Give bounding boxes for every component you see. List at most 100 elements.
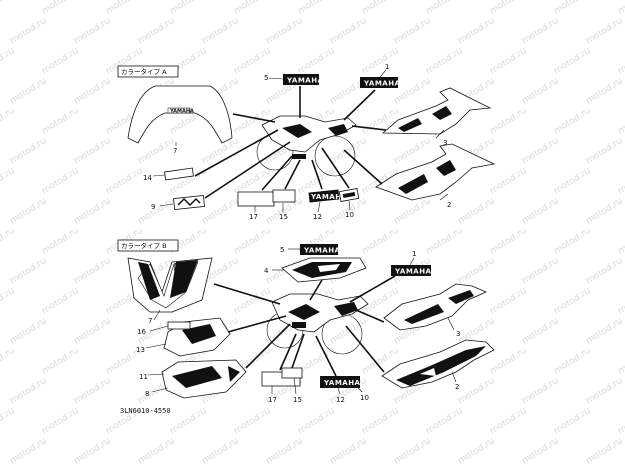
callout-11b: 11 <box>139 373 148 381</box>
callout-17b: 17 <box>268 396 277 404</box>
watermark-text-41: motod.ru <box>584 76 624 106</box>
callout-4b: 4 <box>264 267 269 275</box>
watermark-text-116: motod.ru <box>8 316 48 346</box>
watermark-text-75: motod.ru <box>72 196 112 226</box>
watermark-text-136: motod.ru <box>616 346 625 376</box>
watermark-text-105: motod.ru <box>0 286 17 316</box>
decal-16b <box>167 321 191 330</box>
watermark-text-147: motod.ru <box>0 406 17 436</box>
watermark-text-117: motod.ru <box>72 316 112 346</box>
watermark-text-121: motod.ru <box>328 316 368 346</box>
watermark-text-153: motod.ru <box>360 406 400 436</box>
watermark-text-61: motod.ru <box>520 136 560 166</box>
section-a-label-box <box>117 65 179 78</box>
watermark-text-12: motod.ru <box>72 16 112 46</box>
watermark-text-9: motod.ru <box>552 0 592 17</box>
watermark-text-80: motod.ru <box>392 196 432 226</box>
watermark-text-64: motod.ru <box>40 166 80 196</box>
section-b: カラータイプ B YAMAHA <box>117 239 495 415</box>
watermark-text-5: motod.ru <box>296 0 336 17</box>
callout-1b: 1 <box>412 250 416 258</box>
watermark-text-126: motod.ru <box>0 346 17 376</box>
watermark-text-13: motod.ru <box>136 16 176 46</box>
watermark-text-8: motod.ru <box>488 0 528 17</box>
callout-3b: 3 <box>456 330 460 338</box>
callout-2a: 2 <box>447 201 451 209</box>
watermark-text-102: motod.ru <box>456 256 496 286</box>
yamaha-decal-5a: YAMAHA <box>283 74 324 85</box>
watermark-text-0: motod.ru <box>0 0 17 17</box>
watermark-text-19: motod.ru <box>520 16 560 46</box>
watermark-text-152: motod.ru <box>296 406 336 436</box>
watermark-text-115: motod.ru <box>616 286 625 316</box>
watermark-text-94: motod.ru <box>616 226 625 256</box>
watermark-text-157: motod.ru <box>616 406 625 436</box>
svg-text:YAMAHA: YAMAHA <box>286 77 324 85</box>
watermark-text-91: motod.ru <box>424 226 464 256</box>
watermark-text-165: motod.ru <box>456 436 496 466</box>
watermark-text-14: motod.ru <box>200 16 240 46</box>
watermark-text-84: motod.ru <box>0 226 17 256</box>
watermark-text-159: motod.ru <box>72 436 112 466</box>
watermark-text-160: motod.ru <box>136 436 176 466</box>
svg-text:YAMAHA: YAMAHA <box>394 268 432 276</box>
watermark-text-113: motod.ru <box>488 286 528 316</box>
leaders-b <box>145 248 457 395</box>
watermark-text-31: motod.ru <box>616 46 625 76</box>
watermark-text-158: motod.ru <box>8 436 48 466</box>
watermark-text-74: motod.ru <box>8 196 48 226</box>
side-fairing-13b <box>163 317 231 357</box>
yamaha-decal-12a: YAMAHA <box>308 189 348 203</box>
watermark-text-146: motod.ru <box>584 376 624 406</box>
watermark-text-95: motod.ru <box>8 256 48 286</box>
watermark-text-148: motod.ru <box>40 406 80 436</box>
lower-fairing-11b <box>161 359 247 399</box>
watermark-text-15: motod.ru <box>264 16 304 46</box>
watermark-text-3: motod.ru <box>168 0 208 17</box>
side-panel-2a <box>375 143 496 201</box>
callout-17a: 17 <box>249 213 258 221</box>
callout-16b: 16 <box>137 328 146 336</box>
side-panel-2b <box>381 339 495 389</box>
svg-text:YAMAHA: YAMAHA <box>310 193 348 201</box>
watermark-text-162: motod.ru <box>264 436 304 466</box>
watermark-text-124: motod.ru <box>520 316 560 346</box>
watermark-text-54: motod.ru <box>72 136 112 166</box>
yamaha-decal-1b: YAMAHA <box>391 265 432 276</box>
callout-13b: 13 <box>136 346 145 354</box>
watermark-text-155: motod.ru <box>488 406 528 436</box>
watermark-text-6: motod.ru <box>360 0 400 17</box>
decal-10a <box>338 188 360 202</box>
yamaha-decal-5b: YAMAHA <box>300 244 341 255</box>
watermark-text-104: motod.ru <box>584 256 624 286</box>
watermark-text-10: motod.ru <box>616 0 625 17</box>
watermark-text-33: motod.ru <box>72 76 112 106</box>
watermark-text-161: motod.ru <box>200 436 240 466</box>
callout-5b: 5 <box>280 246 284 254</box>
decal-9a <box>173 195 205 210</box>
watermark-text-103: motod.ru <box>520 256 560 286</box>
watermark-text-11: motod.ru <box>8 16 48 46</box>
watermark-text-50: motod.ru <box>488 106 528 136</box>
watermark-text-52: motod.ru <box>616 106 625 136</box>
watermark-text-145: motod.ru <box>520 376 560 406</box>
svg-text:YAMAHA: YAMAHA <box>303 247 341 255</box>
watermark-text-114: motod.ru <box>552 286 592 316</box>
watermark-text-18: motod.ru <box>456 16 496 46</box>
watermark-text-81: motod.ru <box>456 196 496 226</box>
decal-14a <box>164 167 194 181</box>
section-b-label-box <box>117 239 179 252</box>
section-a-label: カラータイプ A <box>121 67 167 76</box>
yamaha-decal-1a: YAMAHA <box>360 77 400 88</box>
watermark-text-25: motod.ru <box>232 46 272 76</box>
decal-15b <box>281 367 303 379</box>
watermark-text-26: motod.ru <box>296 46 336 76</box>
watermark-text-29: motod.ru <box>488 46 528 76</box>
watermark-text-90: motod.ru <box>360 226 400 256</box>
watermark-text-7: motod.ru <box>424 0 464 17</box>
windscreen-logo: YAMAHA <box>169 109 194 115</box>
watermark-text-73: motod.ru <box>616 166 625 196</box>
callout-12b: 12 <box>336 396 345 404</box>
decal-15a <box>272 189 296 203</box>
